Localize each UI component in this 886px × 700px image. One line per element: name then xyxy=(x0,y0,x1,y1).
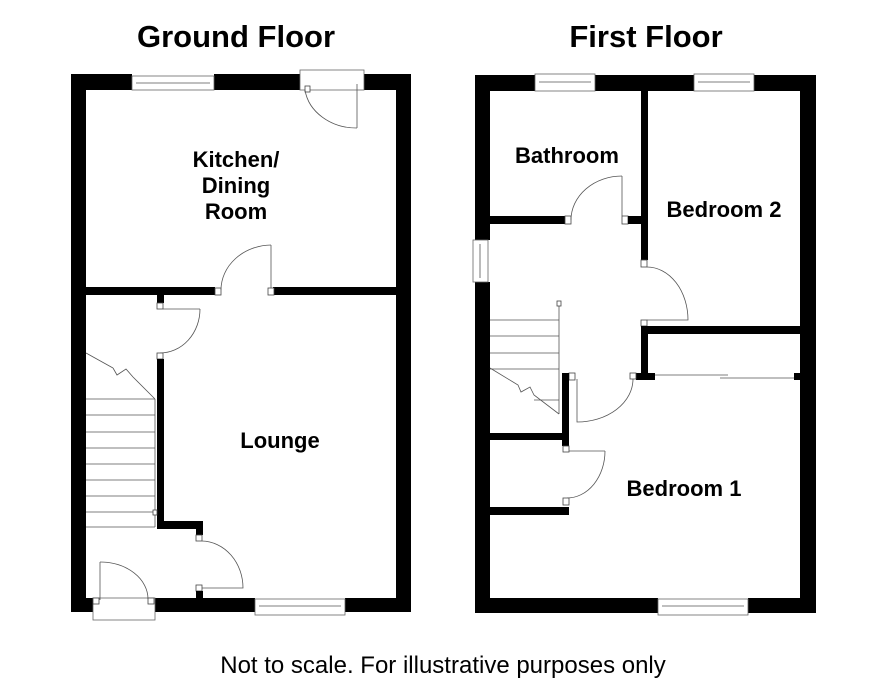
kitchen-label-2: Dining xyxy=(202,173,270,198)
window xyxy=(472,239,489,283)
ground-floor-plan xyxy=(71,69,411,621)
bedroom2-label: Bedroom 2 xyxy=(667,197,782,222)
first-floor-title: First Floor xyxy=(569,19,722,54)
first-floor-plan xyxy=(472,73,816,616)
kitchen-label-1: Kitchen/ xyxy=(193,147,280,172)
ground-floor-title: Ground Floor xyxy=(137,19,335,54)
staircase xyxy=(489,300,562,415)
window xyxy=(657,598,749,616)
front-door-frame xyxy=(92,597,156,621)
window xyxy=(254,598,346,616)
bathroom-label: Bathroom xyxy=(515,143,619,168)
back-door-frame xyxy=(299,69,365,91)
staircase xyxy=(85,352,158,528)
lounge-label: Lounge xyxy=(240,428,319,453)
window xyxy=(693,73,755,92)
disclaimer-footer: Not to scale. For illustrative purposes … xyxy=(220,652,666,679)
window xyxy=(534,73,596,92)
bedroom1-label: Bedroom 1 xyxy=(627,476,742,501)
kitchen-label-3: Room xyxy=(205,199,267,224)
